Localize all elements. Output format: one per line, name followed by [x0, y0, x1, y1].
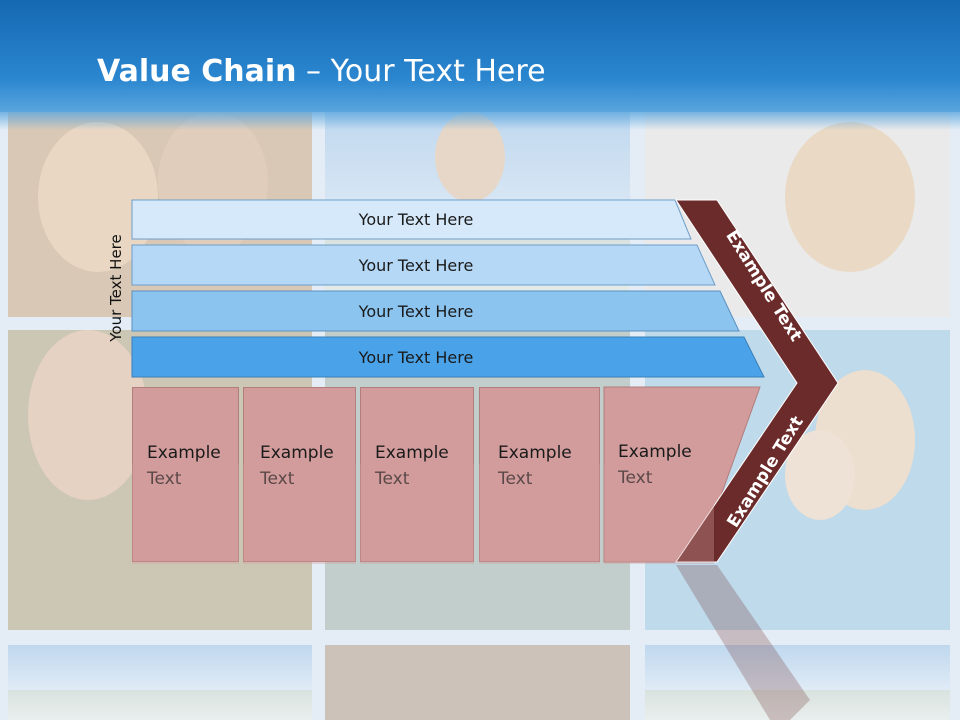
bar-3-label: Your Text Here: [358, 301, 474, 321]
photo-tile: [645, 645, 950, 720]
bar-1-label: Your Text Here: [358, 210, 474, 229]
box-1-line1: Example: [147, 443, 221, 463]
title-rest: – Your Text Here: [296, 54, 546, 89]
box-4-line1: Example: [498, 443, 572, 463]
photo-tile: [325, 645, 630, 720]
bar-4-label: Your Text Here: [358, 347, 474, 367]
box-4-line2: Text: [498, 466, 599, 492]
bar-1: Your Text Here: [132, 200, 700, 239]
bar-3: Your Text Here: [132, 291, 700, 331]
slide-title: Value Chain – Your Text Here: [97, 54, 546, 89]
banner-fade: [0, 112, 960, 130]
box-5-line1: Example: [618, 442, 692, 462]
box-2-line2: Text: [260, 466, 355, 492]
side-label: Your Text Here: [107, 234, 125, 342]
bar-2-label: Your Text Here: [358, 256, 474, 275]
title-bold: Value Chain: [97, 54, 297, 89]
chevron-shape: [675, 199, 839, 563]
bar-shape-4: [131, 336, 765, 378]
bar-2: Your Text Here: [132, 246, 700, 285]
box-5-line2: Text: [618, 465, 714, 491]
title-banner: [0, 0, 960, 112]
bar-shape-1: [131, 199, 692, 240]
box-3-line1: Example: [375, 443, 449, 463]
box-1-line2: Text: [147, 466, 238, 492]
box-2-line1: Example: [260, 443, 334, 463]
bar-4: Your Text Here: [132, 337, 700, 377]
example-box-2: Example Text: [243, 387, 356, 562]
box-3-line2: Text: [375, 466, 473, 492]
chevron-reflection: [676, 565, 810, 720]
example-box-1: Example Text: [132, 387, 239, 562]
bar-shape-3: [131, 290, 740, 332]
bar-shape-2: [131, 244, 716, 286]
example-box-3: Example Text: [360, 387, 474, 562]
example-box-4: Example Text: [479, 387, 600, 562]
example-box-5: Example Text: [604, 387, 714, 562]
boxes-reflection: [132, 464, 752, 564]
photo-tile: [8, 645, 312, 720]
